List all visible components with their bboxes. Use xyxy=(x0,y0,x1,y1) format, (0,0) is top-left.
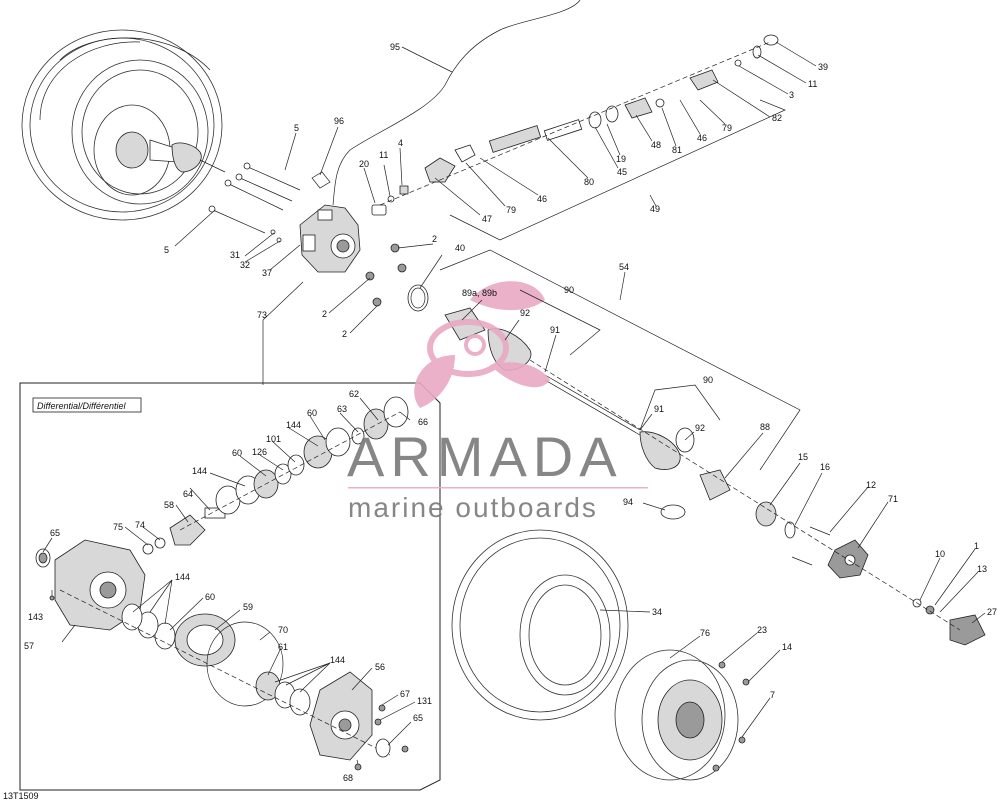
callout-75: 75 xyxy=(113,522,123,532)
callout-90: 90 xyxy=(703,375,713,385)
callout-95: 95 xyxy=(390,42,400,52)
callout-23: 23 xyxy=(757,625,767,635)
callout-46: 46 xyxy=(697,133,707,143)
callout-126: 126 xyxy=(252,447,267,457)
callout-11: 11 xyxy=(808,79,817,89)
callout-54: 54 xyxy=(619,262,629,272)
callout-2: 2 xyxy=(432,234,437,244)
rear-differential-housing xyxy=(299,204,361,273)
callout-82: 82 xyxy=(772,113,782,123)
callout-92: 92 xyxy=(695,423,705,433)
callout-27: 27 xyxy=(987,607,997,617)
callout-57: 57 xyxy=(24,641,34,651)
callout-67: 67 xyxy=(400,689,410,699)
callout-91: 91 xyxy=(654,404,664,414)
callout-37: 37 xyxy=(262,268,272,278)
callout-88: 88 xyxy=(760,422,770,432)
watermark-brand: ARMADA xyxy=(347,425,623,488)
callout-144: 144 xyxy=(330,655,345,665)
diagram-code: 13T1509 xyxy=(3,791,39,801)
callout-81: 81 xyxy=(672,145,682,155)
driveshaft-assembly xyxy=(424,34,779,183)
callout-74: 74 xyxy=(135,520,145,530)
callout-19: 19 xyxy=(616,154,626,164)
callout-39: 39 xyxy=(818,62,828,72)
callout-45: 45 xyxy=(617,167,627,177)
callout-31: 31 xyxy=(230,250,240,260)
callout-12: 12 xyxy=(866,480,876,490)
callout-144: 144 xyxy=(286,420,301,430)
callout-7: 7 xyxy=(770,690,775,700)
callout-3: 3 xyxy=(789,90,794,100)
callout-5: 5 xyxy=(164,245,169,255)
leader-lines xyxy=(42,41,986,765)
callout-79: 79 xyxy=(722,123,732,133)
callout-76: 76 xyxy=(700,628,710,638)
callout-11: 11 xyxy=(379,150,388,160)
callout-96: 96 xyxy=(334,116,344,126)
bolt-set-5 xyxy=(208,162,301,234)
callout-16: 16 xyxy=(820,462,830,472)
callout-89a-89b: 89a, 89b xyxy=(462,288,497,298)
callout-62: 62 xyxy=(349,389,359,399)
callout-2: 2 xyxy=(322,309,327,319)
watermark-tagline: marine outboards xyxy=(348,492,598,523)
callout-60: 60 xyxy=(307,408,317,418)
callout-79: 79 xyxy=(506,205,516,215)
callout-58: 58 xyxy=(164,500,174,510)
callout-13: 13 xyxy=(977,564,987,574)
callout-131: 131 xyxy=(417,696,432,706)
callout-10: 10 xyxy=(935,549,945,559)
callout-15: 15 xyxy=(798,452,808,462)
right-wheel-assembly xyxy=(451,529,750,781)
callout-92: 92 xyxy=(520,308,530,318)
callout-34: 34 xyxy=(652,607,662,617)
callout-4: 4 xyxy=(398,138,403,148)
callout-80: 80 xyxy=(584,177,594,187)
inset-title: Differential/Différentiel xyxy=(37,401,127,411)
callout-60: 60 xyxy=(232,448,242,458)
callout-91: 91 xyxy=(550,325,560,335)
callout-60: 60 xyxy=(205,592,215,602)
callout-32: 32 xyxy=(240,260,250,270)
callout-46: 46 xyxy=(537,194,547,204)
callout-40: 40 xyxy=(455,243,465,253)
callout-65: 65 xyxy=(50,528,60,538)
callout-144: 144 xyxy=(192,466,207,476)
differential-inset: Differential/Différentiel xyxy=(19,382,441,791)
callout-labels: 95 5 96 20 11 4 39 11 3 82 79 46 81 48 1… xyxy=(24,42,997,783)
callout-59: 59 xyxy=(243,602,253,612)
diff-fasteners xyxy=(270,185,409,307)
armada-watermark: ARMADA marine outboards xyxy=(347,281,648,523)
cable-95 xyxy=(332,0,581,206)
wheel-hub xyxy=(755,501,986,646)
armada-propeller-logo xyxy=(414,281,550,408)
callout-20: 20 xyxy=(359,159,369,169)
callout-70: 70 xyxy=(278,625,288,635)
callout-144: 144 xyxy=(175,572,190,582)
callout-90: 90 xyxy=(564,285,574,295)
callout-61: 61 xyxy=(278,642,288,652)
callout-101: 101 xyxy=(266,434,281,444)
callout-49: 49 xyxy=(650,204,660,214)
callout-73: 73 xyxy=(257,310,267,320)
left-wheel-assembly xyxy=(21,29,226,221)
callout-63: 63 xyxy=(337,404,347,414)
callout-48: 48 xyxy=(651,140,661,150)
callout-65: 65 xyxy=(413,713,423,723)
callout-64: 64 xyxy=(183,489,193,499)
callout-47: 47 xyxy=(482,214,492,224)
callout-1: 1 xyxy=(974,541,979,551)
callout-66: 66 xyxy=(418,417,428,427)
callout-68: 68 xyxy=(343,773,353,783)
callout-14: 14 xyxy=(782,642,792,652)
callout-71: 71 xyxy=(888,494,898,504)
callout-56: 56 xyxy=(375,662,385,672)
callout-2: 2 xyxy=(342,329,347,339)
callout-143: 143 xyxy=(28,612,43,622)
callout-5: 5 xyxy=(294,123,299,133)
callout-94: 94 xyxy=(623,497,633,507)
